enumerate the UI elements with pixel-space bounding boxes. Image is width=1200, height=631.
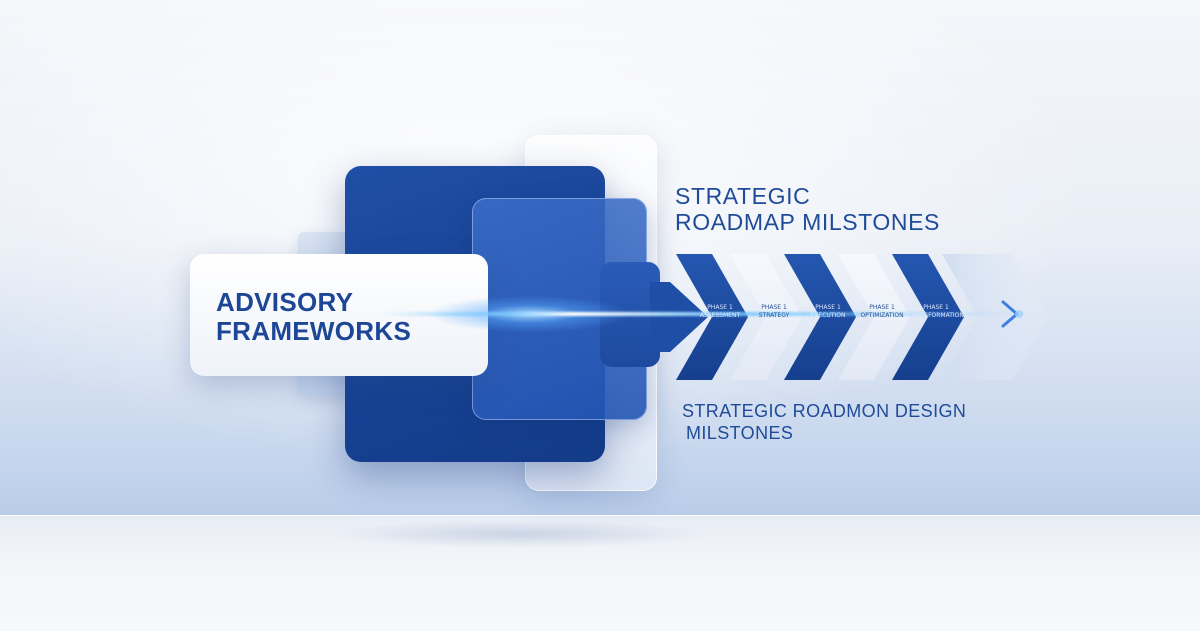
- chevron-step-5: [892, 254, 964, 380]
- chevron-phase: PHASE 1: [707, 304, 733, 311]
- chevron-step-2: [730, 254, 802, 380]
- light-beam: [380, 312, 1020, 316]
- chevron-phase: PHASE 1: [869, 304, 895, 311]
- chevron-step-3: [784, 254, 856, 380]
- chevron-name: TRANSFORMATION: [908, 312, 964, 319]
- roadmap-heading: STRATEGIC ROADMAP MILSTONES: [675, 183, 940, 235]
- chevron-name: OPTIMIZATION: [860, 312, 904, 319]
- chevron-step-4: [838, 254, 910, 380]
- chevron-phase: PHASE 1: [761, 304, 787, 311]
- chevron-phase: PHASE 1: [815, 304, 841, 311]
- subheading-line-2: MILSTONES: [686, 423, 794, 443]
- chevron-step-1: [676, 254, 748, 380]
- chevron-name: EXECUTION: [810, 312, 846, 319]
- floor-shadow: [330, 520, 710, 548]
- title-line-1: ADVISORY: [216, 287, 354, 317]
- advisory-frameworks-title: ADVISORY FRAMEWORKS: [216, 288, 476, 346]
- chevron-phase: PHASE 1: [923, 304, 949, 311]
- heading-line-1: STRATEGIC: [675, 183, 811, 209]
- heading-line-2: ROADMAP MILSTONES: [675, 209, 940, 235]
- floor-surface: [0, 515, 1200, 631]
- advisory-frameworks-card: ADVISORY FRAMEWORKS: [190, 254, 488, 376]
- subheading-line-1: STRATEGIC ROADMON DESIGN: [682, 401, 967, 421]
- title-line-2: FRAMEWORKS: [216, 316, 412, 346]
- lead-arrow-shape: [650, 282, 708, 352]
- chevron-name: ASSESSMENT: [699, 312, 741, 319]
- milestone-chevron-strip: [650, 254, 1048, 380]
- chevron-name: STRATEGY: [758, 312, 790, 319]
- trailing-fade-chevron: [942, 254, 1048, 380]
- roadmap-subheading: STRATEGIC ROADMON DESIGN MILSTONES: [682, 400, 966, 444]
